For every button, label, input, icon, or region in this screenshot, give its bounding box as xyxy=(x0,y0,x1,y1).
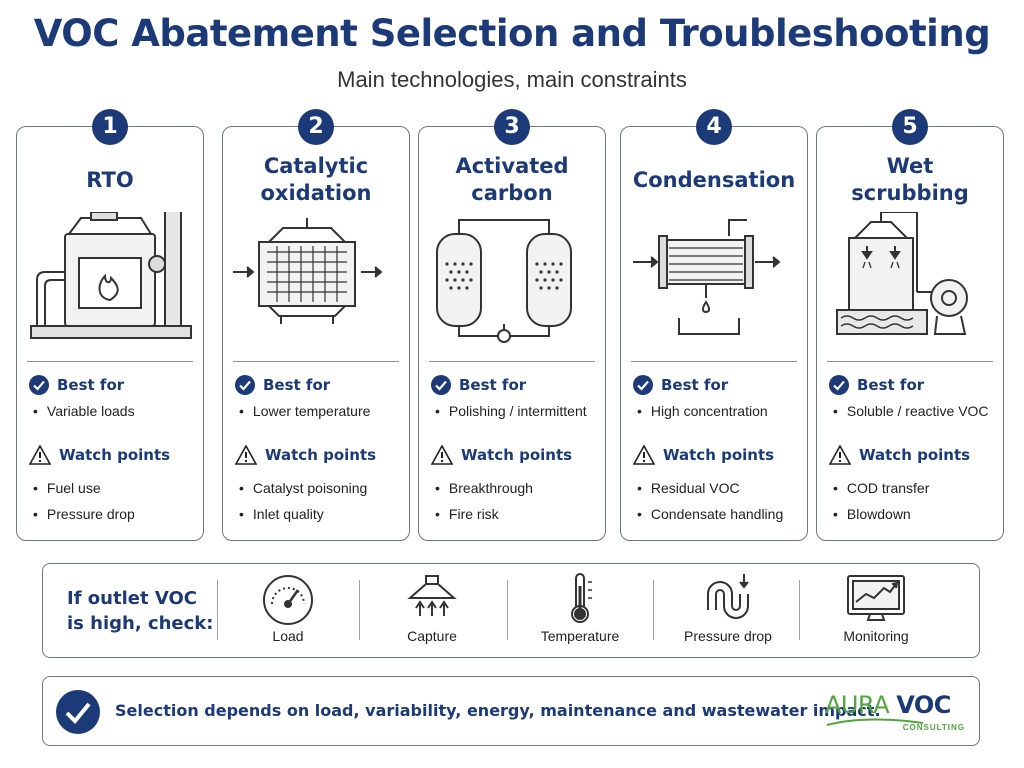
card-title: Activated carbon xyxy=(455,154,569,205)
step-number-badge: 4 xyxy=(696,109,732,145)
warning-triangle-icon xyxy=(431,445,453,465)
check-item-capture: Capture xyxy=(367,570,497,654)
card-divider xyxy=(429,361,595,362)
best-for-heading: Best for xyxy=(829,375,997,395)
card-divider xyxy=(27,361,193,362)
best-for-item: High concentration xyxy=(637,403,803,419)
condenser-illustration-icon xyxy=(633,219,781,335)
page-subtitle: Main technologies, main constraints xyxy=(337,67,687,92)
warning-triangle-icon xyxy=(29,445,51,465)
best-for-heading: Best for xyxy=(29,375,197,395)
check-circle-icon xyxy=(431,375,451,395)
best-for-heading: Best for xyxy=(431,375,599,395)
best-for-item: Polishing / intermittent xyxy=(435,403,601,419)
watch-point-item: Fuel use xyxy=(33,480,199,496)
gauge-icon xyxy=(263,575,313,625)
watch-points-heading: Watch points xyxy=(235,445,403,465)
check-circle-icon xyxy=(29,375,49,395)
check-item-pressure-drop: Pressure drop xyxy=(663,570,793,654)
card-divider xyxy=(631,361,797,362)
watch-point-item: Inlet quality xyxy=(239,506,405,522)
carbon-adsorber-illustration-icon xyxy=(436,219,572,343)
catalytic-oxidizer-illustration-icon xyxy=(233,218,383,324)
watch-point-item: Breakthrough xyxy=(435,480,601,496)
technology-card-condensation: 4 Condensation Best for High concentrati… xyxy=(620,109,808,541)
footer-text: Selection depends on load, variability, … xyxy=(115,701,881,720)
step-number-badge: 2 xyxy=(298,109,334,145)
best-for-heading: Best for xyxy=(235,375,403,395)
watch-points-heading: Watch points xyxy=(431,445,599,465)
checklist-label: If outlet VOC is high, check: xyxy=(67,588,214,634)
best-for-item: Variable loads xyxy=(33,403,199,419)
best-for-item: Lower temperature xyxy=(239,403,405,419)
watch-point-item: Condensate handling xyxy=(637,506,803,522)
monitor-trend-icon xyxy=(847,575,905,621)
card-divider xyxy=(233,361,399,362)
warning-triangle-icon xyxy=(235,445,257,465)
footer-summary: Selection depends on load, variability, … xyxy=(42,676,980,746)
technology-card-wet-scrubbing: 5 Wet scrubbing Best for Soluble / react… xyxy=(816,109,1004,541)
wet-scrubber-illustration-icon xyxy=(836,212,968,335)
warning-triangle-icon xyxy=(633,445,655,465)
check-circle-icon xyxy=(829,375,849,395)
check-circle-icon xyxy=(235,375,255,395)
step-number-badge: 5 xyxy=(892,109,928,145)
card-title: Catalytic oxidation xyxy=(260,154,372,205)
company-logo: AURA VOC CONSULTING xyxy=(821,687,971,737)
watch-point-item: Catalyst poisoning xyxy=(239,480,405,496)
watch-point-item: Pressure drop xyxy=(33,506,199,522)
capture-hood-icon xyxy=(407,575,457,616)
watch-points-heading: Watch points xyxy=(829,445,997,465)
technology-card-rto: 1 RTO Best for Variable loads Watch poin… xyxy=(16,109,204,541)
check-circle-icon xyxy=(633,375,653,395)
best-for-item: Soluble / reactive VOC xyxy=(833,403,999,419)
technology-card-catalytic-oxidation: 2 Catalytic oxidation Best for Lower tem… xyxy=(222,109,410,541)
watch-points-heading: Watch points xyxy=(633,445,801,465)
warning-triangle-icon xyxy=(829,445,851,465)
card-divider xyxy=(827,361,993,362)
card-title: Condensation xyxy=(632,167,796,192)
logo-wordmark: AURA VOC xyxy=(825,691,951,719)
separator xyxy=(217,580,218,640)
card-title: Wet scrubbing xyxy=(851,154,969,205)
separator xyxy=(507,580,508,640)
troubleshooting-checklist: If outlet VOC is high, check: Load Captu… xyxy=(42,563,980,658)
page-title: VOC Abatement Selection and Troubleshoot… xyxy=(33,12,991,55)
card-title: RTO xyxy=(86,167,134,192)
watch-point-item: Fire risk xyxy=(435,506,601,522)
logo-subtitle: CONSULTING xyxy=(902,723,965,732)
check-circle-icon xyxy=(56,690,100,734)
logo-swoosh-icon xyxy=(826,718,924,726)
step-number-badge: 3 xyxy=(494,109,530,145)
check-item-monitoring: Monitoring xyxy=(811,570,941,654)
best-for-heading: Best for xyxy=(633,375,801,395)
step-number-badge: 1 xyxy=(92,109,128,145)
watch-point-item: COD transfer xyxy=(833,480,999,496)
watch-point-item: Residual VOC xyxy=(637,480,803,496)
watch-point-item: Blowdown xyxy=(833,506,999,522)
separator xyxy=(653,580,654,640)
separator xyxy=(359,580,360,640)
watch-points-heading: Watch points xyxy=(29,445,197,465)
separator xyxy=(799,580,800,640)
pipe-bend-icon xyxy=(707,574,749,619)
rto-illustration-icon xyxy=(30,212,192,339)
check-item-load: Load xyxy=(223,570,353,654)
thermometer-icon xyxy=(571,573,592,623)
technology-card-activated-carbon: 3 Activated carbon Best for Polishing / … xyxy=(418,109,606,541)
check-item-temperature: Temperature xyxy=(515,570,645,654)
